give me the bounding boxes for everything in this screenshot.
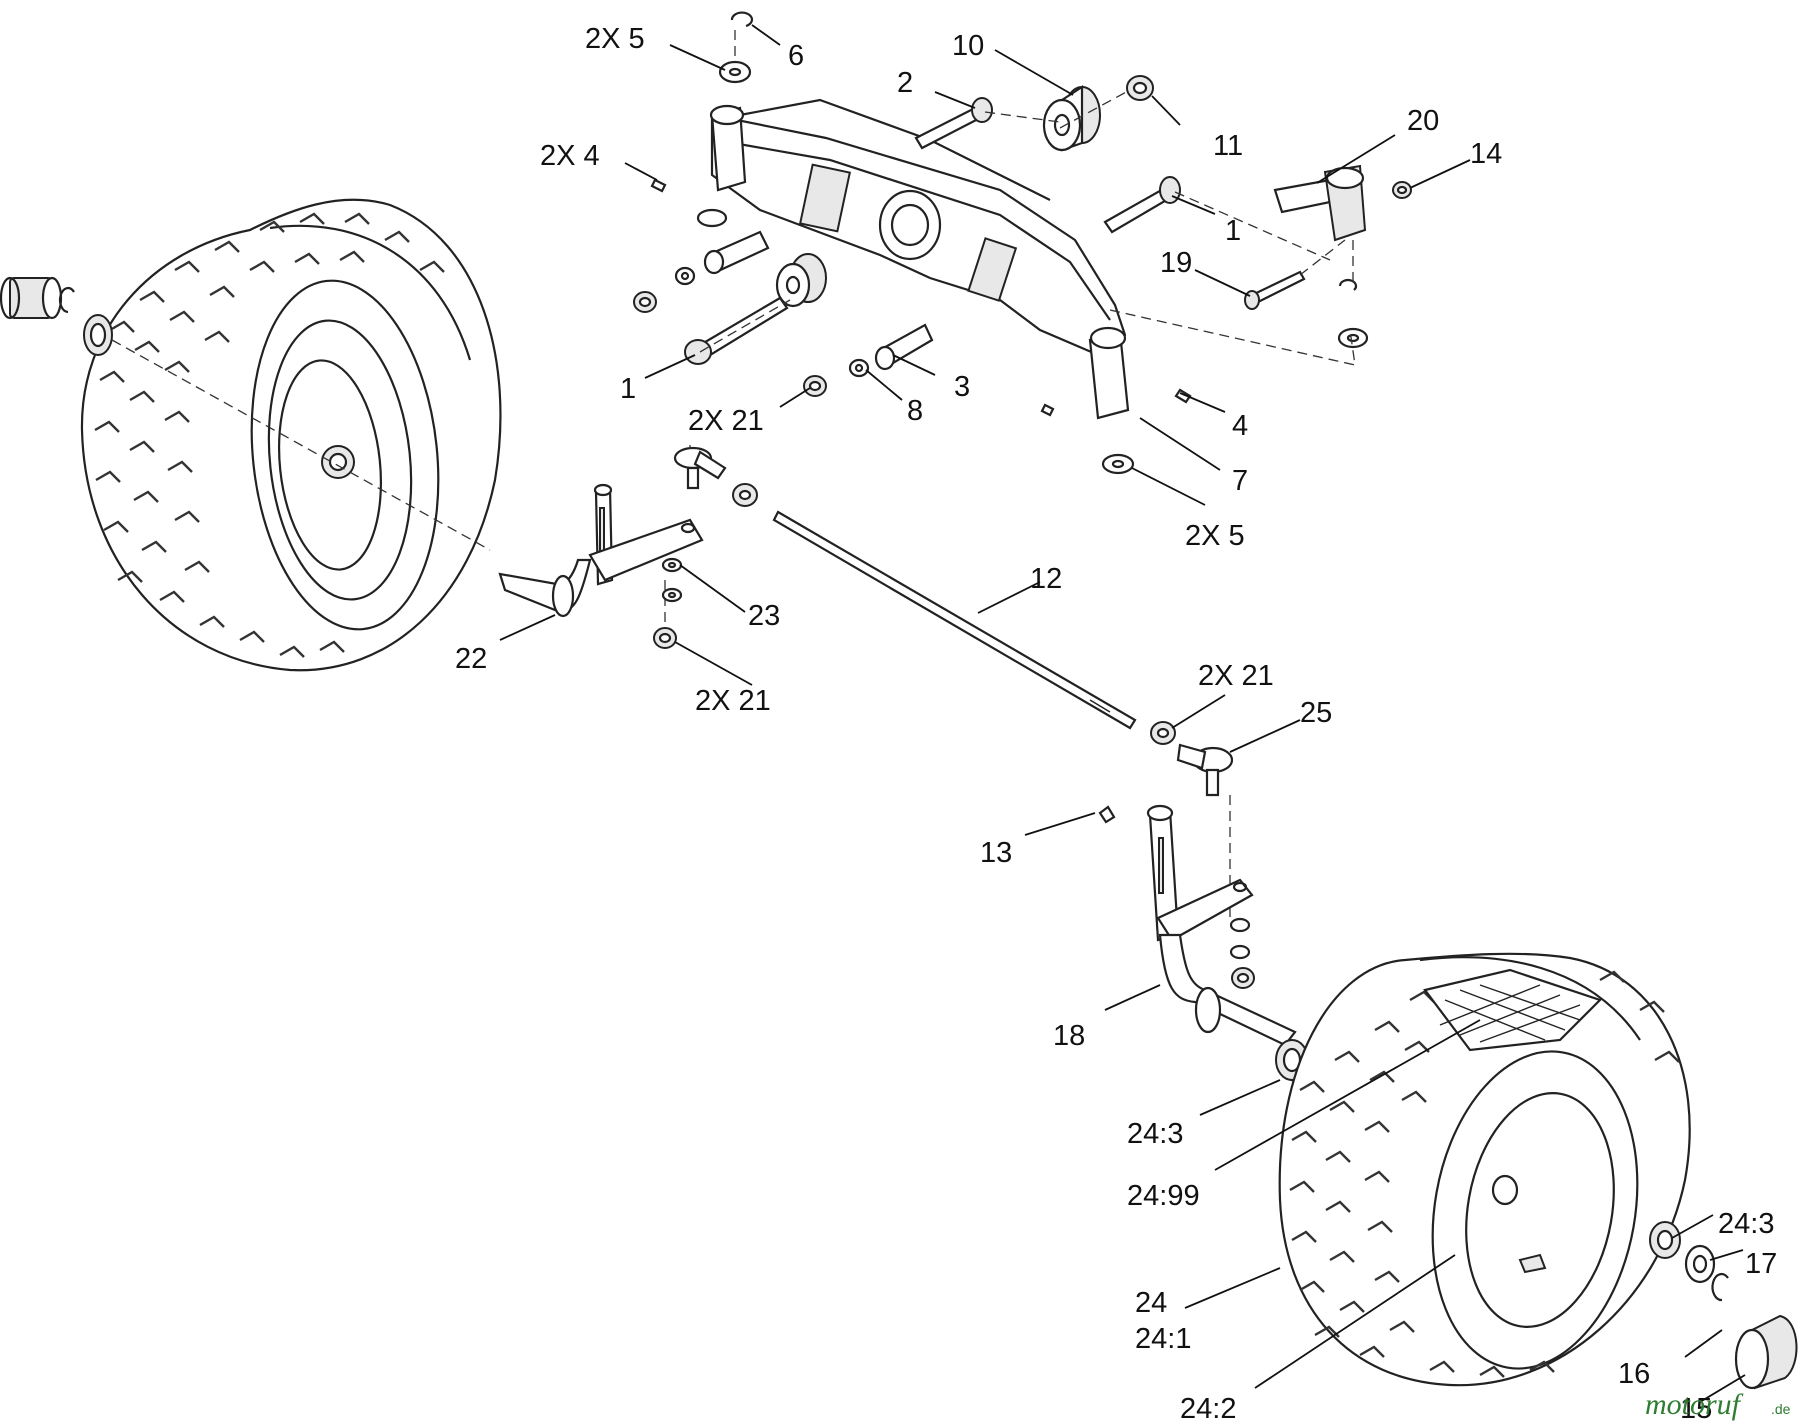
left-e-clip xyxy=(58,286,75,314)
watermark-tld: .de xyxy=(1771,1401,1791,1417)
bearing-24-3-outer xyxy=(1649,1221,1681,1259)
bolt-1-right xyxy=(1103,176,1181,234)
right-spindle-18 xyxy=(1146,804,1297,1047)
callout-label: 2 xyxy=(897,67,913,99)
callout-label: 2X 21 xyxy=(695,685,771,717)
callout-label: 24:3 xyxy=(1127,1118,1183,1150)
callout-label: 8 xyxy=(907,395,923,427)
leader-lines xyxy=(499,24,1746,1403)
tie-rod-12 xyxy=(772,510,1137,730)
callout-label: 12 xyxy=(1030,563,1062,595)
callout-label: 14 xyxy=(1470,138,1502,170)
bolt-19 xyxy=(1244,270,1306,310)
nut-14 xyxy=(1392,181,1412,199)
nut-left xyxy=(633,291,657,313)
grease-fitting-4-right xyxy=(1174,388,1192,404)
callout-label: 1 xyxy=(1225,215,1241,247)
callout-label: 23 xyxy=(748,600,780,632)
callout-label: 7 xyxy=(1232,465,1248,497)
washer-23-b xyxy=(661,587,683,603)
left-bearing xyxy=(83,314,113,356)
callout-label: 16 xyxy=(1618,1358,1650,1390)
callout-label: 4 xyxy=(1232,410,1248,442)
left-wheel xyxy=(80,198,502,672)
right-washers-nut xyxy=(1229,917,1255,989)
callout-label: 24:1 xyxy=(1135,1323,1191,1355)
callout-label: 20 xyxy=(1407,105,1439,137)
washer-5-bottom xyxy=(1101,453,1135,475)
left-hub-cap xyxy=(0,276,63,320)
callout-label: 24:99 xyxy=(1127,1180,1200,1212)
nut-21-left xyxy=(653,627,677,649)
right-ball-joint-25 xyxy=(1176,743,1234,797)
callout-label: 24 xyxy=(1135,1287,1167,1319)
callout-label: 3 xyxy=(954,371,970,403)
bushing-10 xyxy=(1042,84,1101,152)
spacer-left xyxy=(703,230,770,275)
spacer-3 xyxy=(874,323,934,371)
e-clip-right xyxy=(1338,278,1358,291)
callout-label: 17 xyxy=(1745,1248,1777,1280)
callout-labels: 2X 5 6 10 2 11 2X 4 20 14 1 19 1 3 2X 21… xyxy=(455,23,1777,1425)
callout-label: 6 xyxy=(788,40,804,72)
callout-label: 24:2 xyxy=(1180,1393,1236,1425)
bolt-1-left xyxy=(684,296,789,365)
left-ball-joint xyxy=(673,446,727,490)
grease-fitting-small xyxy=(1040,403,1055,417)
e-clip-6 xyxy=(730,11,754,28)
hub-cap-15 xyxy=(1734,1314,1798,1390)
grease-fitting-4-left xyxy=(650,178,667,193)
front-axle-beam xyxy=(709,98,1130,420)
callout-label: 13 xyxy=(980,837,1012,869)
callout-label: 19 xyxy=(1160,247,1192,279)
callout-label: 2X 5 xyxy=(585,23,645,55)
washer-right xyxy=(1337,327,1369,349)
callout-label: 10 xyxy=(952,30,984,62)
steering-arm-20 xyxy=(1273,164,1367,242)
bushing-center xyxy=(775,253,827,308)
nut-11 xyxy=(1126,75,1154,101)
callout-label: 2X 21 xyxy=(1198,660,1274,692)
callout-label: 15 xyxy=(1680,1393,1712,1425)
callout-label: 1 xyxy=(620,373,636,405)
callout-label: 18 xyxy=(1053,1020,1085,1052)
watermark-logo: motoruf .de xyxy=(1645,1388,1791,1421)
washer-8 xyxy=(848,358,870,378)
left-tie-rod-nut xyxy=(732,483,758,507)
callout-label: 2X 4 xyxy=(540,140,600,172)
callout-label: 2X 5 xyxy=(1185,520,1245,552)
right-wheel-24 xyxy=(1278,952,1691,1387)
callout-label: 22 xyxy=(455,643,487,675)
washer-5-top xyxy=(718,60,752,84)
nut-21-axle xyxy=(803,375,827,397)
callout-label: 24:3 xyxy=(1718,1208,1774,1240)
cap-13 xyxy=(1098,805,1116,824)
washer-17 xyxy=(1684,1244,1716,1284)
nut-21-right xyxy=(1150,721,1176,745)
callout-label: 11 xyxy=(1213,130,1243,162)
callout-label: 25 xyxy=(1300,697,1332,729)
callout-label: 2X 21 xyxy=(688,405,764,437)
watermark-brand: motoruf xyxy=(1645,1388,1744,1421)
bolt-2 xyxy=(914,97,993,150)
washer-23-a xyxy=(661,557,683,573)
washer-5-lower-left xyxy=(696,208,728,228)
washer-left xyxy=(674,266,696,286)
e-clip-16 xyxy=(1711,1272,1729,1302)
left-spindle-22 xyxy=(498,483,704,618)
